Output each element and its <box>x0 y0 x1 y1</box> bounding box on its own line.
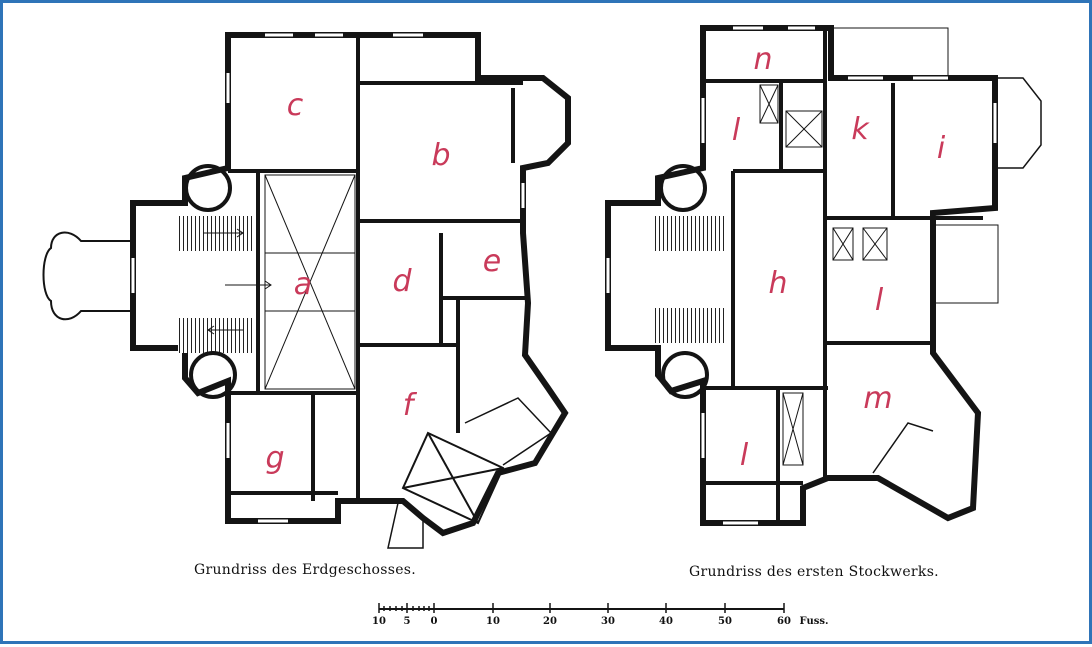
ground-floor-entrance-stair <box>387 397 553 549</box>
first-floor-windows <box>606 26 997 525</box>
first-floor-stair-upper <box>655 216 725 251</box>
scale-tick-label: 0 <box>430 616 438 627</box>
floor-plans-drawing <box>42 25 1042 613</box>
room-label-d: d <box>392 264 412 299</box>
scale-tick-label: 60 <box>777 616 791 627</box>
ground-floor-spiral-stair-top <box>184 164 232 212</box>
first-floor-plan <box>605 25 1042 526</box>
room-label-n: n <box>753 42 773 77</box>
first-floor-spiral-stair-top <box>659 164 707 212</box>
room-label-e: e <box>482 244 502 279</box>
ground-floor-plan <box>42 32 571 549</box>
scale-tick-label: 5 <box>403 616 411 627</box>
room-label-b: b <box>431 138 451 173</box>
room-label-l-middle: l <box>874 283 884 318</box>
ground-floor-spiral-stair-bottom <box>189 351 237 399</box>
ground-floor-stair-lower <box>178 318 253 353</box>
ground-floor-caption: Grundriss des Erdgeschosses. <box>194 562 417 578</box>
first-floor-terrace-side <box>933 224 999 304</box>
room-label-h: h <box>768 266 788 301</box>
room-label-c: c <box>286 88 304 123</box>
ground-floor-outer-wall <box>130 32 571 537</box>
room-label-l-lower: l <box>739 438 749 473</box>
first-floor-interior-walls <box>703 28 983 523</box>
scale-bar <box>378 603 785 613</box>
room-label-k: k <box>851 112 869 147</box>
first-floor-spiral-stair-bottom <box>661 351 709 399</box>
room-label-l-upper: l <box>731 113 741 148</box>
first-floor-corner-bay <box>872 422 934 474</box>
first-floor-outer-wall <box>605 25 998 526</box>
scale-tick-label: 50 <box>718 616 732 627</box>
room-label-g: g <box>265 441 285 476</box>
room-label-f: f <box>402 388 414 423</box>
scale-tick-label: 40 <box>659 616 673 627</box>
ground-floor-hall-ceiling <box>264 174 356 390</box>
first-floor-cupboards <box>759 84 888 466</box>
scale-bar-ticks <box>378 603 785 613</box>
scale-tick-label: 10 <box>486 616 500 627</box>
first-floor-bay-window <box>995 77 1042 169</box>
scale-unit-label: Fuss. <box>799 616 829 627</box>
room-label-a: a <box>293 267 313 302</box>
ground-floor-stair-arrows <box>203 228 272 335</box>
first-floor-stair-lower <box>655 308 725 343</box>
scale-tick-label: 20 <box>543 616 557 627</box>
first-floor-terrace-top <box>831 27 949 78</box>
ground-floor-windows <box>131 33 525 523</box>
ground-floor-interior-walls <box>228 35 525 503</box>
scale-tick-label: 10 <box>372 616 386 627</box>
room-label-i: i <box>936 131 946 166</box>
room-label-m: m <box>863 381 893 416</box>
scale-tick-label: 30 <box>601 616 615 627</box>
ground-floor-porch <box>42 231 133 321</box>
first-floor-caption: Grundriss des ersten Stockwerks. <box>689 564 939 580</box>
